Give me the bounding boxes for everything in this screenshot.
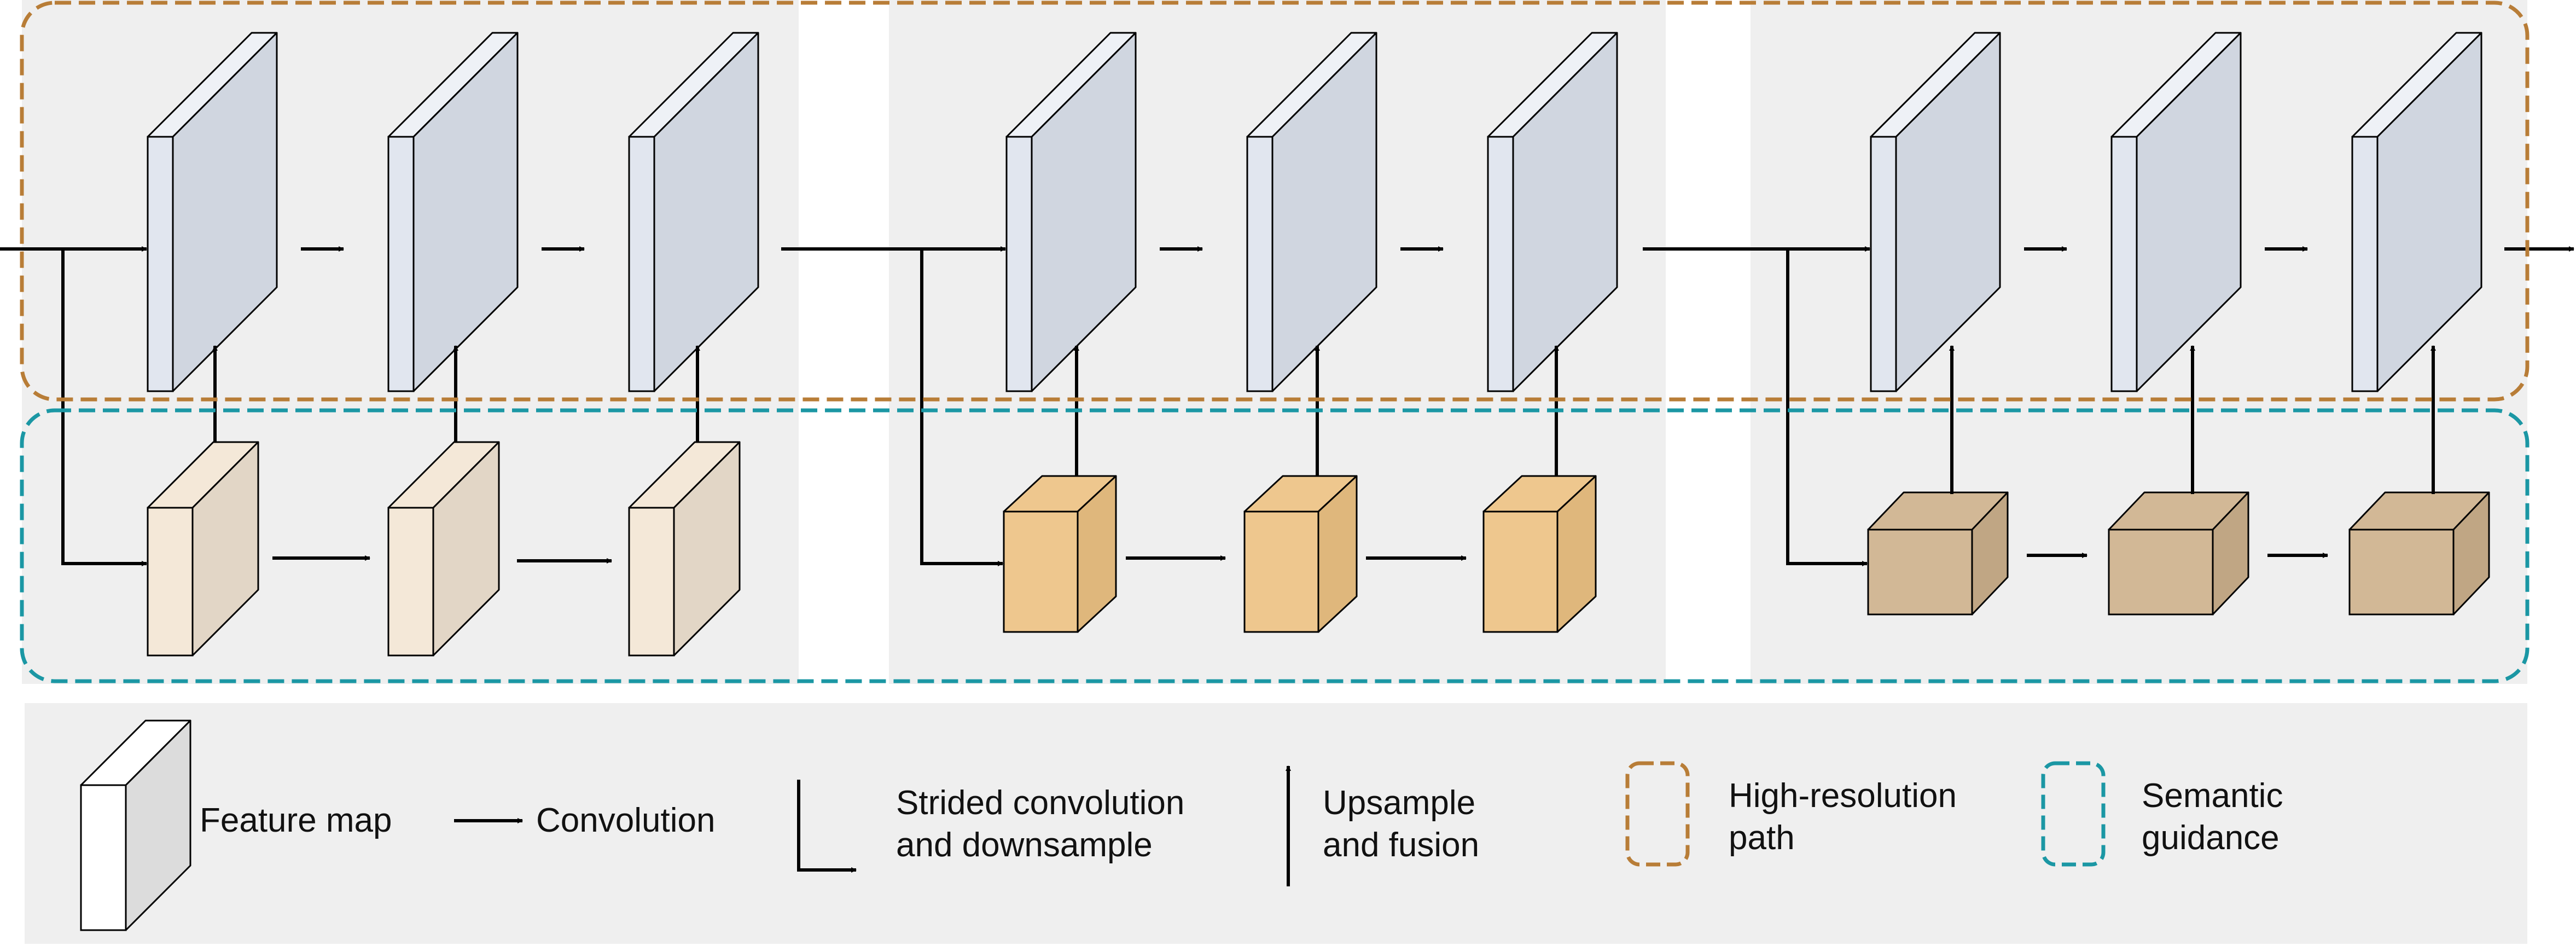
legend-convolution-label: Convolution bbox=[536, 802, 715, 839]
semantic-map-s3-1 bbox=[1867, 491, 2009, 616]
hr-feature-map-s3-1 bbox=[1870, 32, 2001, 392]
legend-high-resolution-label-line2: path bbox=[1729, 819, 1795, 857]
semantic-map-s3-2 bbox=[2108, 491, 2249, 616]
semantic-map-s2-2 bbox=[1243, 475, 1358, 633]
legend-semantic-label-line1: Semantic bbox=[2142, 777, 2283, 815]
hr-feature-map-s2-2 bbox=[1246, 32, 1377, 392]
hr-feature-map-s2-3 bbox=[1487, 32, 1618, 392]
legend-strided-label-line1: Strided convolution bbox=[896, 784, 1184, 822]
semantic-map-s2-1 bbox=[1003, 475, 1117, 633]
hr-feature-map-s2-1 bbox=[1005, 32, 1137, 392]
legend-high-resolution-path-icon bbox=[1625, 761, 1690, 867]
semantic-guidance-outline bbox=[20, 408, 2530, 683]
high-resolution-path-outline bbox=[20, 1, 2530, 402]
strided-arrow-s2 bbox=[920, 249, 1003, 566]
semantic-map-s2-3 bbox=[1482, 475, 1597, 633]
hr-feature-map-s3-2 bbox=[2110, 32, 2242, 392]
legend-upsample-label-line2: and fusion bbox=[1323, 826, 1479, 864]
semantic-map-s1-3 bbox=[628, 441, 741, 657]
legend-feature-map-shape bbox=[80, 719, 191, 931]
strided-arrow-s1 bbox=[61, 249, 147, 566]
legend-semantic-guidance-icon bbox=[2041, 761, 2106, 867]
legend-upsample-label-line1: Upsample bbox=[1323, 784, 1475, 822]
legend-feature-map-label: Feature map bbox=[200, 802, 392, 839]
hr-feature-map-s3-3 bbox=[2351, 32, 2482, 392]
semantic-map-s1-1 bbox=[147, 441, 259, 657]
legend-strided-label-line2: and downsample bbox=[896, 826, 1153, 864]
strided-arrow-s3 bbox=[1786, 249, 1868, 566]
legend-semantic-label-line2: guidance bbox=[2142, 819, 2280, 857]
legend-high-resolution-label-line1: High-resolution bbox=[1729, 777, 1957, 815]
semantic-map-s1-2 bbox=[387, 441, 500, 657]
legend-feature-map-icon bbox=[80, 719, 191, 931]
hr-feature-map-s1-3 bbox=[628, 32, 759, 392]
semantic-map-s3-3 bbox=[2348, 491, 2490, 616]
hr-feature-map-s1-2 bbox=[387, 32, 519, 392]
legend-strided-arrow-icon bbox=[797, 780, 857, 873]
feature-maps-layer bbox=[147, 32, 2490, 657]
hr-feature-map-s1-1 bbox=[147, 32, 278, 392]
legend-panel bbox=[25, 703, 2527, 944]
